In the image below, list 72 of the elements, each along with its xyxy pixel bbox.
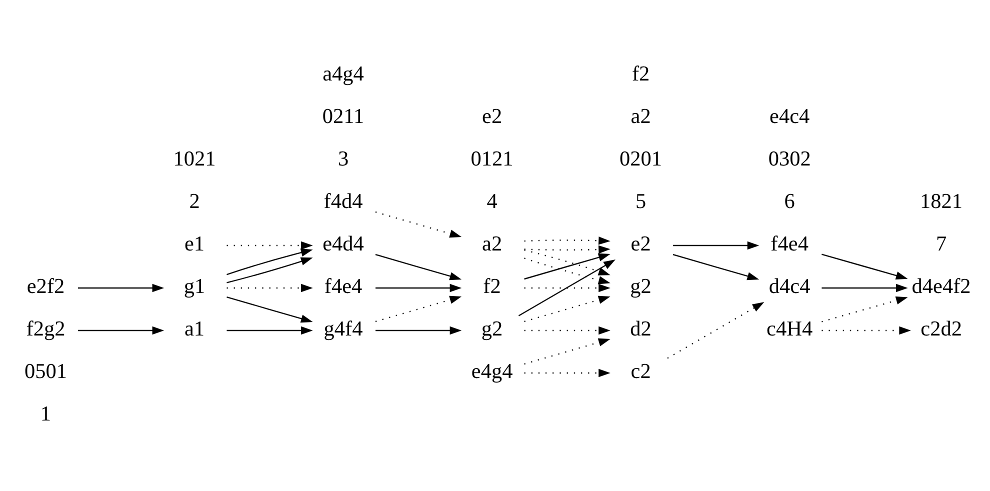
node-text: f2 [632, 62, 650, 86]
node-text: e2f2 [26, 274, 65, 298]
node-text: g4f4 [324, 316, 363, 341]
arrow [376, 284, 462, 292]
node-text: e4d4 [322, 232, 364, 256]
arrow [226, 326, 313, 335]
node-text: c2d2 [920, 316, 962, 341]
node-text: a2 [630, 104, 651, 128]
arrow [524, 253, 610, 280]
arrow [524, 338, 610, 365]
arrow [524, 284, 610, 292]
label: 7 [936, 232, 947, 256]
label: 0501 [24, 359, 67, 384]
node-text: e1 [184, 232, 205, 256]
label: 0201 [620, 146, 662, 171]
label: 6 [784, 189, 795, 214]
node-text: d4c4 [768, 274, 810, 298]
arrow [78, 326, 164, 335]
node-text: g2 [630, 274, 652, 298]
label: 3 [338, 146, 349, 171]
arrow [822, 284, 908, 292]
node-text: e4g4 [471, 359, 513, 384]
arrow [524, 236, 610, 245]
arrow [226, 241, 313, 250]
node-text: e4c4 [770, 104, 810, 128]
node-text: e2 [482, 104, 502, 128]
arrow [524, 250, 610, 276]
arrow [375, 296, 462, 322]
node-text: f2g2 [26, 316, 66, 341]
label: 0121 [470, 146, 514, 171]
label: 1 [40, 402, 52, 426]
label: 1021 [173, 146, 216, 171]
arrow [226, 257, 313, 284]
arrow [375, 254, 462, 280]
node-text: g2 [481, 316, 503, 341]
arrow [822, 296, 908, 322]
node-text: d2 [630, 316, 652, 341]
node-text: a2 [482, 232, 502, 256]
arrow [524, 258, 610, 284]
arrow [375, 211, 462, 238]
label: 2 [189, 189, 200, 214]
arrow [667, 302, 764, 359]
node-text: d4e4f2 [912, 274, 971, 298]
arrow [524, 245, 610, 254]
arrow [518, 260, 616, 316]
node-text: f4e4 [324, 274, 362, 298]
node-text: g1 [184, 274, 206, 298]
arrow [524, 296, 610, 322]
arrow [822, 326, 911, 335]
arrow [226, 248, 313, 276]
arrow [226, 284, 313, 292]
arrow [524, 368, 610, 378]
label: 1821 [920, 189, 963, 214]
node-text: a1 [184, 316, 205, 341]
node-text: a4g4 [322, 62, 364, 86]
arrow [78, 284, 164, 292]
arrow [524, 326, 610, 335]
arrow [673, 241, 760, 250]
node-text: f2 [483, 274, 501, 298]
arrow [822, 254, 908, 280]
node-text: f4d4 [324, 189, 363, 214]
node-text: c2 [630, 359, 651, 384]
label: 5 [636, 189, 646, 214]
arrow [672, 254, 760, 280]
node-text: e2 [630, 232, 651, 256]
label: 0302 [768, 146, 811, 171]
arrow [376, 326, 462, 335]
arrow [226, 296, 313, 323]
label: 4 [486, 189, 498, 214]
node-text: f4e4 [770, 232, 808, 256]
label: 0211 [322, 104, 364, 128]
node-text: c4H4 [766, 316, 813, 341]
